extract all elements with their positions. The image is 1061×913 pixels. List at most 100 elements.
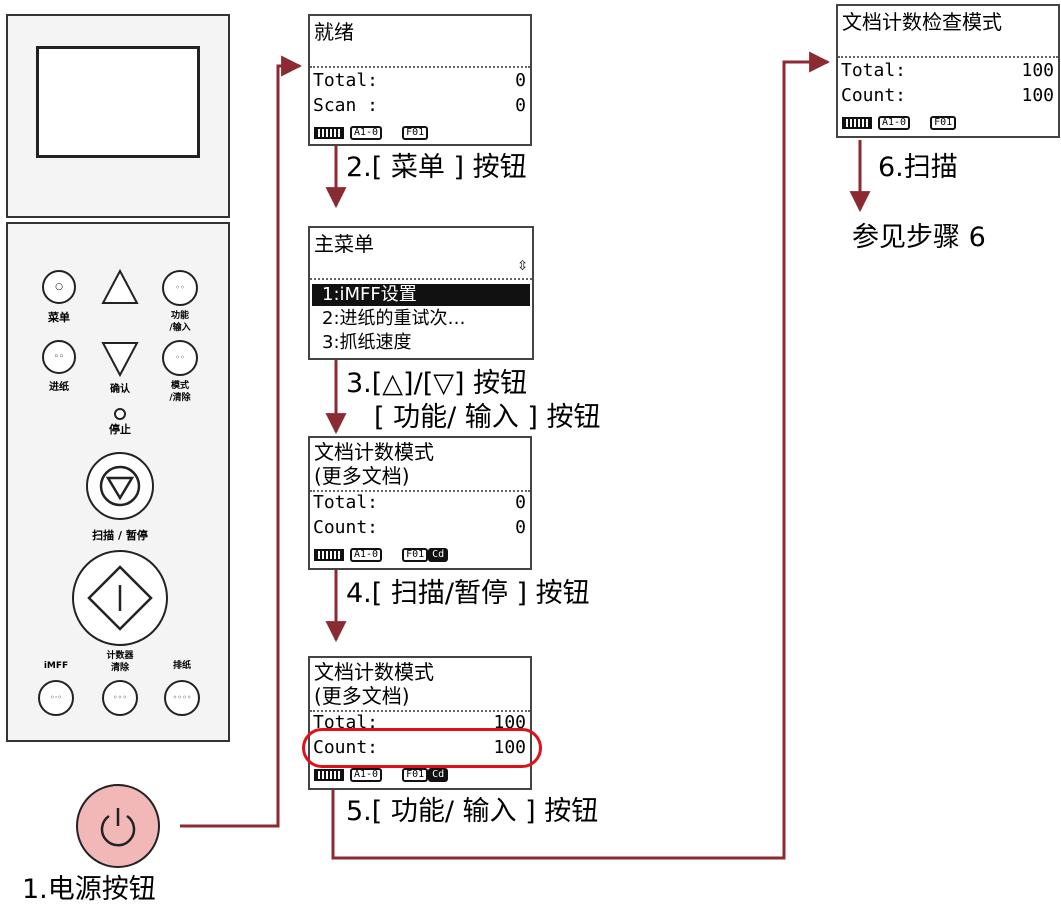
- status-bar: A1-0 F01: [314, 126, 429, 140]
- count-key: Count:: [841, 85, 907, 106]
- eject-label: 排纸: [172, 661, 192, 671]
- dotted-divider: [310, 66, 530, 68]
- screen-title: 就绪: [314, 20, 354, 44]
- step1-label: 1.电源按钮: [22, 874, 156, 905]
- connector-power-to-ready: [180, 55, 303, 828]
- feed-mode-label: 进纸: [49, 382, 69, 393]
- scan-pause-label: 扫描 / 暂停: [92, 529, 148, 542]
- feed-mode-button[interactable]: ◦◦: [42, 340, 76, 374]
- total-row: Total: 0: [313, 492, 526, 514]
- battery-icon: [314, 769, 344, 781]
- screen-title: 文档计数检查模式: [842, 10, 1002, 34]
- count-value: 100: [493, 737, 526, 758]
- total-value: 100: [1021, 60, 1054, 81]
- screen-subtitle: (更多文档): [314, 464, 410, 488]
- status-tag-a: A1-0: [350, 548, 383, 562]
- total-value: 0: [515, 70, 526, 91]
- scroll-updown-icon: ⇳: [517, 254, 528, 275]
- scan-diamond-icon: [87, 565, 153, 631]
- eject-button[interactable]: ◦◦◦◦: [164, 680, 200, 716]
- step3-label-line2: [ 功能/ 输入 ] 按钮: [374, 402, 601, 433]
- status-tag-cd: Cd: [428, 768, 449, 782]
- operator-panel-buttons: ○ 菜单 ◦◦ 功能 /输入 ◦◦ 进纸 确认 ◦◦ 模式 /清除 停止 扫描 …: [6, 222, 230, 742]
- total-value: 0: [515, 492, 526, 513]
- status-led: [114, 408, 126, 420]
- count-row: Count: 0: [313, 517, 526, 539]
- imff-label: iMFF: [43, 661, 69, 671]
- stop-icon: [99, 465, 141, 507]
- lcd-screen-main-menu: 主菜单 ⇳ 1:iMFF设置 2:进纸的重试次… 3:抓纸速度: [308, 226, 534, 360]
- menu-button[interactable]: ○: [42, 270, 76, 304]
- status-bar: A1-0 F01 Cd: [314, 548, 449, 562]
- count-row: Count: 100: [841, 85, 1054, 107]
- count-key: Count:: [313, 517, 379, 538]
- dotted-divider: [838, 56, 1058, 58]
- status-tag-f: F01: [402, 126, 429, 140]
- counter-mode-button[interactable]: ◦◦: [162, 340, 198, 376]
- power-icon: [100, 808, 136, 847]
- panel-lcd: [36, 46, 200, 158]
- dotted-divider: [310, 710, 530, 712]
- connector-result-to-check: [331, 51, 831, 860]
- lcd-screen-count-mode: 文档计数模式 (更多文档) Total: 0 Count: 0 A1-0 F01…: [308, 436, 532, 570]
- total-row: Total: 100: [313, 712, 526, 734]
- count-highlight-oval: [302, 728, 542, 768]
- battery-icon: [314, 549, 344, 561]
- status-tag-a: A1-0: [350, 768, 383, 782]
- screen-title: 文档计数模式: [314, 660, 434, 684]
- total-row: Total: 0: [313, 70, 526, 92]
- step5-label: 5.[ 功能/ 输入 ] 按钮: [346, 796, 599, 827]
- lcd-screen-count-result: 文档计数模式 (更多文档) Total: 100 Count: 100 A1-0…: [308, 656, 532, 790]
- scan-value: 0: [515, 95, 526, 116]
- count-value: 0: [515, 517, 526, 538]
- total-key: Total:: [313, 492, 379, 513]
- scan-pause-button[interactable]: [72, 550, 168, 646]
- count-key: Count:: [313, 737, 379, 758]
- menu-item-pick-speed[interactable]: 3:抓纸速度: [322, 332, 412, 353]
- status-tag-f: F01: [402, 768, 429, 782]
- operator-panel-display: [6, 14, 230, 218]
- step2-label: 2.[ 菜单 ] 按钮: [346, 152, 527, 183]
- count-row: Count: 100: [313, 737, 526, 759]
- battery-icon: [314, 127, 344, 139]
- down-arrow-button[interactable]: [100, 340, 140, 378]
- status-tag-f: F01: [930, 116, 957, 130]
- counter-clear-label: 计数器 清除: [106, 651, 134, 673]
- status-bar: A1-0 F01: [842, 116, 957, 130]
- function-input-label: 功能 /输入: [169, 311, 191, 333]
- scan-key: Scan :: [313, 95, 379, 116]
- status-bar: A1-0 F01 Cd: [314, 768, 449, 782]
- step4-label: 4.[ 扫描/暂停 ] 按钮: [346, 578, 590, 609]
- status-tag-cd: Cd: [428, 548, 449, 562]
- menu-item-retry[interactable]: 2:进纸的重试次…: [322, 308, 466, 329]
- step6-label: 6.扫描: [878, 152, 958, 183]
- step3-label-line1: 3.[△]/[▽] 按钮: [346, 368, 528, 399]
- power-button[interactable]: [76, 784, 160, 868]
- screen-title: 主菜单: [314, 232, 374, 256]
- total-key: Total:: [313, 70, 379, 91]
- up-arrow-button[interactable]: [100, 268, 140, 306]
- battery-icon: [842, 117, 872, 129]
- counter-mode-label: 模式 /清除: [169, 381, 191, 403]
- stop-button[interactable]: [86, 452, 154, 520]
- status-tag-f: F01: [402, 548, 429, 562]
- count-value: 100: [1021, 85, 1054, 106]
- confirm-label: 确认: [110, 384, 130, 395]
- menu-item-imff[interactable]: 1:iMFF设置: [312, 284, 530, 306]
- lcd-screen-ready: 就绪 Total: 0 Scan : 0 A1-0 F01: [308, 14, 532, 146]
- function-input-button[interactable]: ◦◦: [162, 270, 198, 306]
- imff-button[interactable]: ◦·◦: [38, 680, 74, 716]
- dotted-divider: [310, 490, 530, 492]
- counter-clear-button[interactable]: ◦◦◦: [102, 680, 138, 716]
- scan-row: Scan : 0: [313, 95, 526, 117]
- dotted-divider: [310, 278, 532, 280]
- screen-subtitle: (更多文档): [314, 684, 410, 708]
- total-key: Total:: [841, 60, 907, 81]
- lcd-screen-count-check: 文档计数检查模式 Total: 100 Count: 100 A1-0 F01: [836, 4, 1060, 138]
- status-tag-a: A1-0: [878, 116, 911, 130]
- total-row: Total: 100: [841, 60, 1054, 82]
- total-key: Total:: [313, 712, 379, 733]
- step6-reference: 参见步骤 6: [852, 222, 986, 253]
- status-tag-a: A1-0: [350, 126, 383, 140]
